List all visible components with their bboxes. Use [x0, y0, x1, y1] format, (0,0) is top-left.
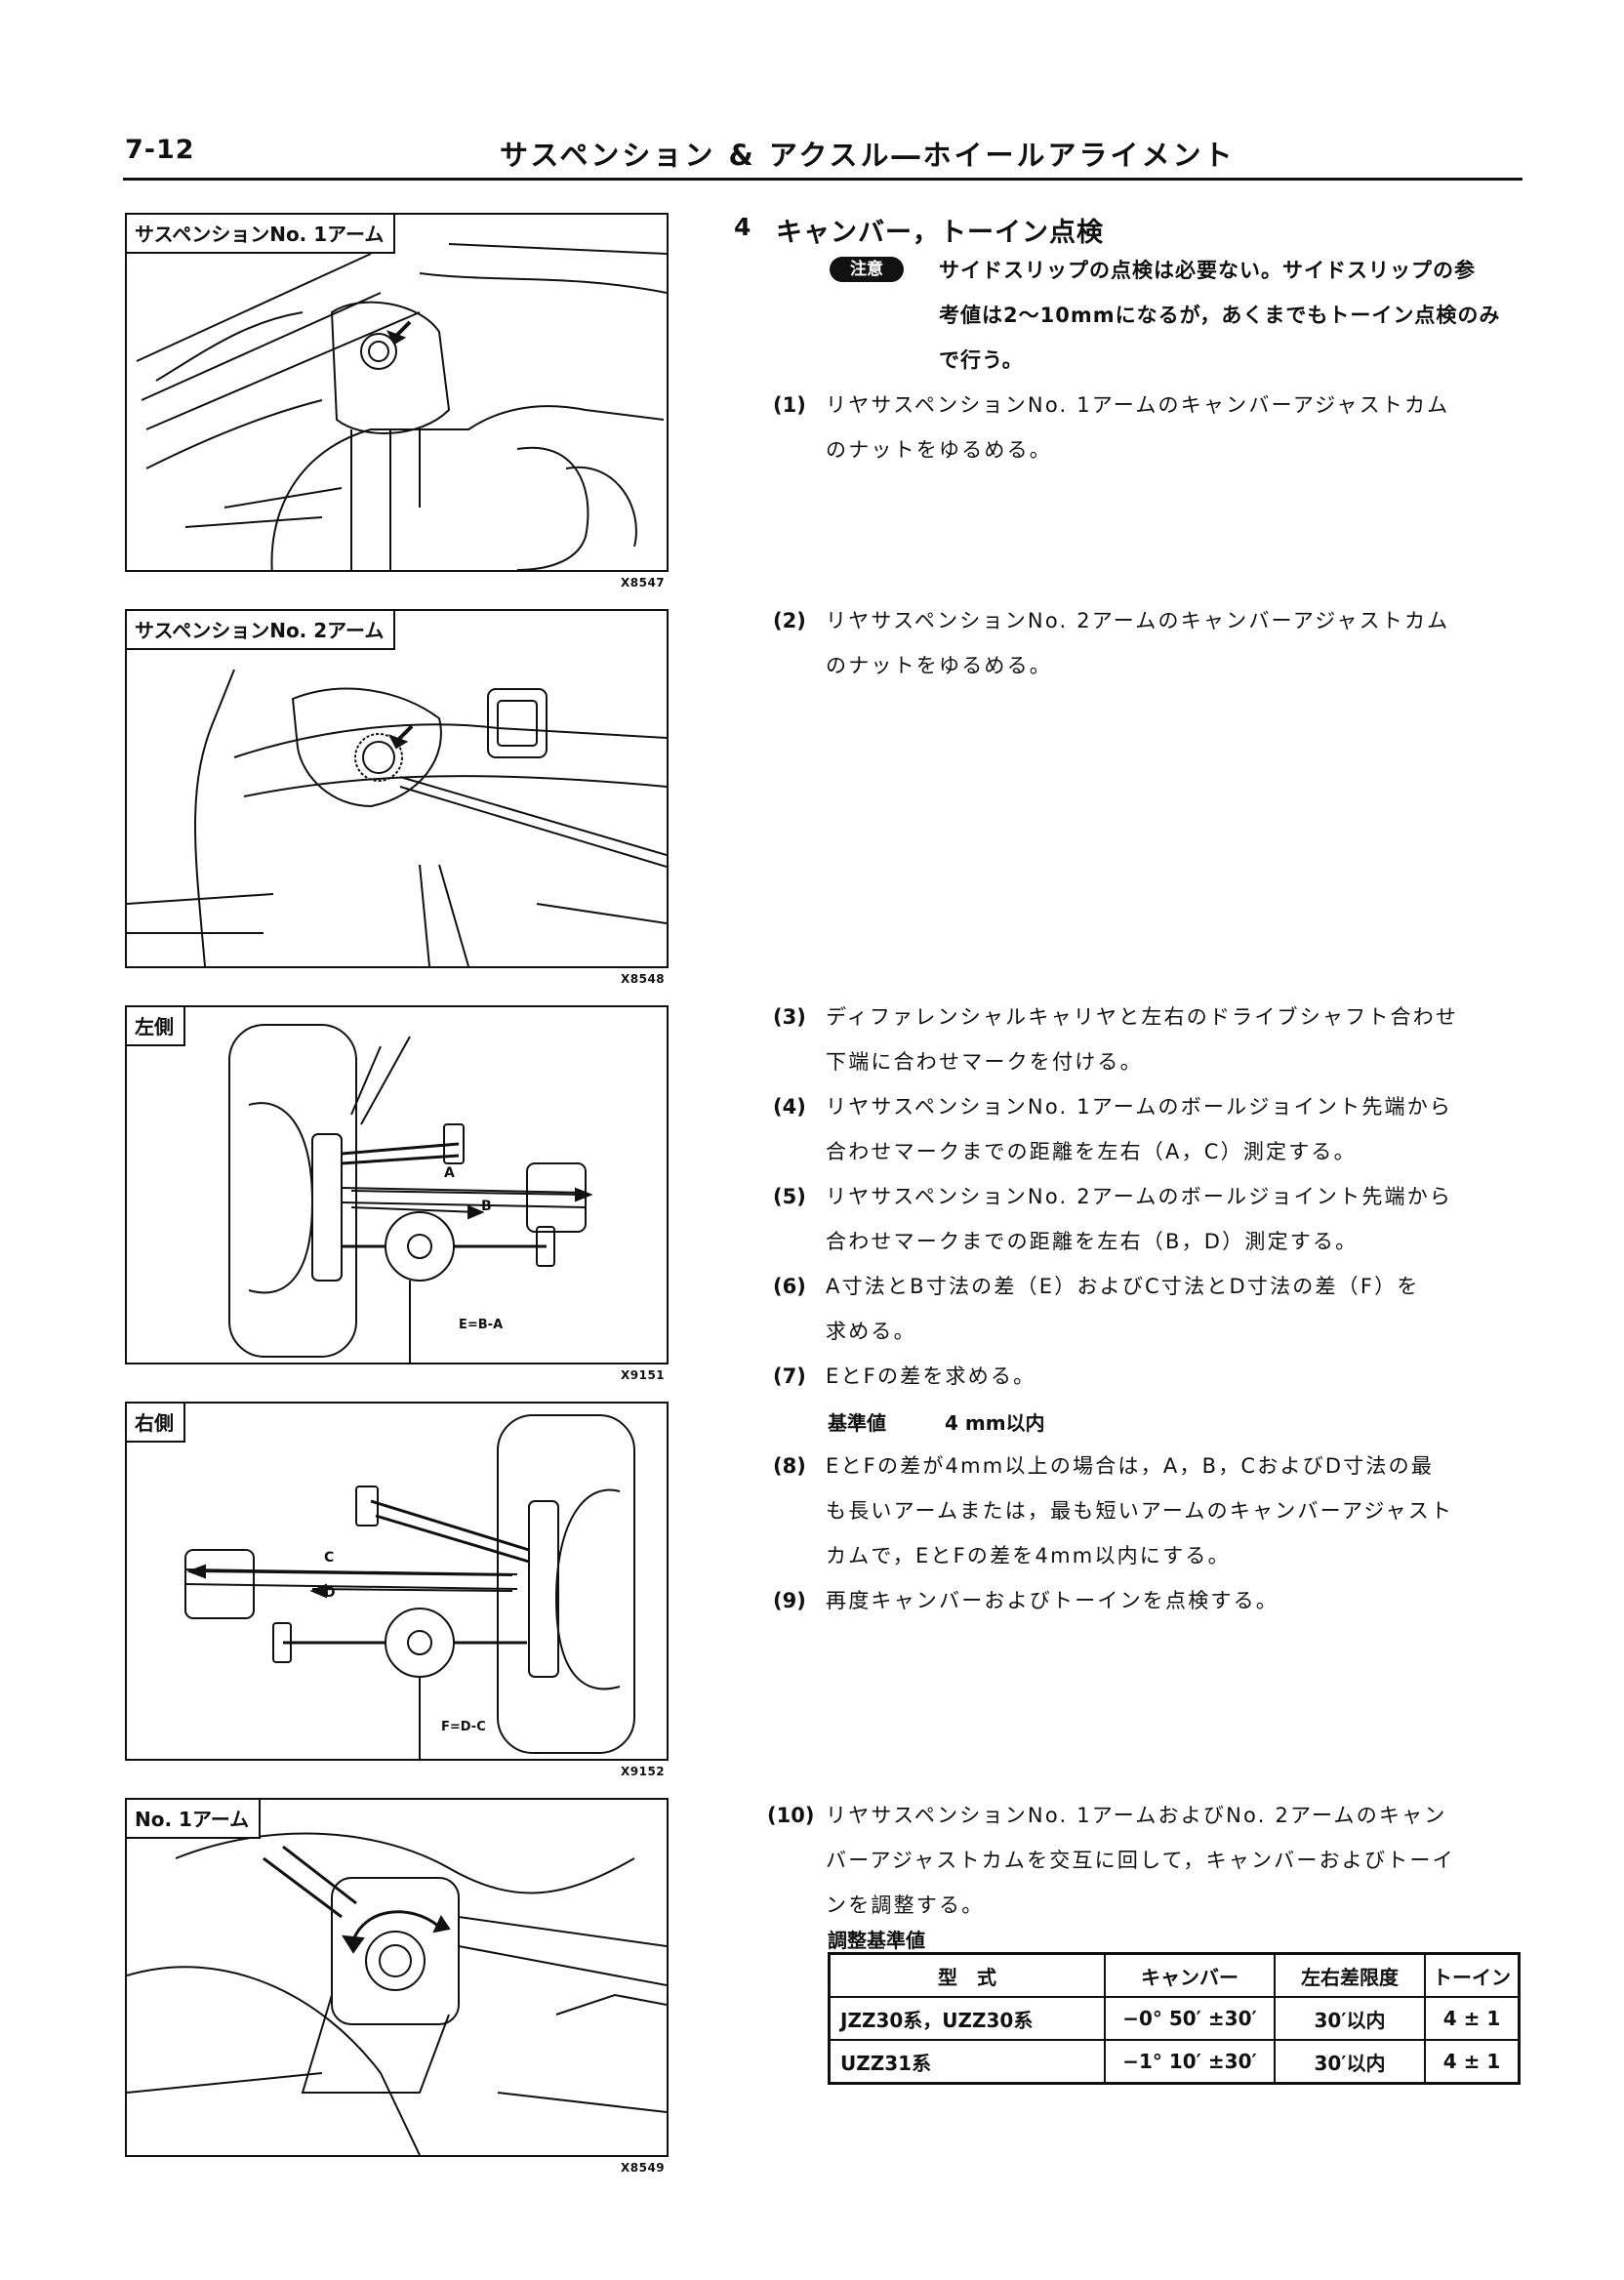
figure-label: 左側: [127, 1007, 185, 1046]
column-header: 型 式: [828, 1952, 1106, 1998]
figure-drawing: [127, 1832, 667, 2155]
step-text: EとFの差を求める。: [826, 1364, 1036, 1388]
formula-e: E=B-A: [459, 1318, 504, 1332]
step-number: (10): [767, 1804, 815, 1827]
table-cell: −1° 10′ ±30′: [1104, 2039, 1276, 2085]
table-row: JZZ30系，UZZ30系 −0° 50′ ±30′ 30′以内 4 ± 1: [828, 1996, 1521, 2041]
step-text: EとFの差が4mm以上の場合は，A，B，CおよびD寸法の最: [826, 1454, 1435, 1478]
figure-code: X8548: [621, 972, 666, 986]
callout-b: B: [481, 1199, 492, 1214]
column-header: トーイン: [1424, 1952, 1521, 1998]
table-cell: 4 ± 1: [1424, 1996, 1521, 2041]
standard-value: 4 mm以内: [945, 1411, 1045, 1435]
step-text: 合わせマークまでの距離を左右（A，C）測定する。: [826, 1140, 1357, 1163]
step-number: (9): [773, 1589, 806, 1612]
step-number: (1): [773, 393, 806, 417]
step-text: リヤサスペンションNo. 1アームおよびNo. 2アームのキャン: [826, 1804, 1447, 1827]
step-number: (4): [773, 1095, 806, 1119]
callout-c: C: [324, 1550, 335, 1566]
table-header-row: 型 式 キャンバー 左右差限度 トーイン: [828, 1952, 1521, 1998]
table-cell: 30′以内: [1274, 2039, 1426, 2085]
table-row: UZZ31系 −1° 10′ ±30′ 30′以内 4 ± 1: [828, 2039, 1521, 2085]
section-number: 4: [734, 213, 751, 241]
column-header: キャンバー: [1104, 1952, 1276, 1998]
step-number: (7): [773, 1364, 806, 1388]
column-header: 左右差限度: [1274, 1952, 1426, 1998]
step-text: 合わせマークまでの距離を左右（B，D）測定する。: [826, 1230, 1359, 1253]
figure-no1-arm: サスペンションNo. 1アーム: [125, 213, 669, 572]
figure-right-side: 右側 C D F=D-C: [125, 1402, 669, 1761]
step-text: バーアジャストカムを交互に回して，キャンバーおよびトーイ: [826, 1849, 1455, 1872]
standard-label: 基準値: [828, 1411, 886, 1435]
table-cell: 30′以内: [1274, 1996, 1426, 2041]
step-number: (8): [773, 1454, 806, 1478]
figure-label: サスペンションNo. 2アーム: [127, 611, 396, 650]
step-text: ディファレンシャルキャリヤと左右のドライブシャフト合わせ: [826, 1005, 1459, 1029]
step-text: リヤサスペンションNo. 2アームのキャンバーアジャストカム: [826, 609, 1450, 632]
figure-code: X9151: [621, 1368, 666, 1382]
step-text: 求める。: [826, 1320, 916, 1343]
table-cell: JZZ30系，UZZ30系: [828, 1996, 1106, 2041]
caution-line: 考値は2～10mmになるが，あくまでもトーイン点検のみ: [939, 304, 1501, 327]
figure-label: サスペンションNo. 1アーム: [127, 215, 396, 254]
step-text: 再度キャンバーおよびトーインを点検する。: [826, 1589, 1279, 1612]
figure-drawing: [228, 1024, 593, 1363]
step-number: (6): [773, 1275, 806, 1298]
adjustment-table: 型 式 キャンバー 左右差限度 トーイン JZZ30系，UZZ30系 −0° 5…: [828, 1952, 1521, 2085]
table-cell: UZZ31系: [828, 2039, 1106, 2085]
figure-drawing: [127, 669, 667, 966]
figure-drawing: [136, 243, 667, 570]
step-text: リヤサスペンションNo. 1アームのボールジョイント先端から: [826, 1095, 1453, 1119]
formula-f: F=D-C: [441, 1720, 486, 1734]
caution-line: で行う。: [939, 348, 1024, 372]
page-title: サスペンション & アクスル―ホイールアライメント: [500, 139, 1236, 172]
step-number: (3): [773, 1005, 806, 1029]
table-cell: 4 ± 1: [1424, 2039, 1521, 2085]
callout-a: A: [444, 1165, 455, 1181]
section-title: キャンバー，トーイン点検: [776, 218, 1104, 248]
figure-code: X8547: [621, 576, 666, 590]
figure-label: No. 1アーム: [127, 1800, 262, 1839]
step-text: リヤサスペンションNo. 1アームのキャンバーアジャストカム: [826, 393, 1450, 417]
figure-drawing: [184, 1414, 635, 1759]
step-number: (2): [773, 609, 806, 632]
step-text: カムで，EとFの差を4mm以内にする。: [826, 1544, 1231, 1568]
figure-code: X9152: [621, 1765, 666, 1778]
step-text: 下端に合わせマークを付ける。: [826, 1050, 1143, 1074]
table-cell: −0° 50′ ±30′: [1104, 1996, 1276, 2041]
figure-label: 右側: [127, 1404, 185, 1443]
step-number: (5): [773, 1185, 806, 1208]
figure-no1-arm-adjust: No. 1アーム: [125, 1798, 669, 2157]
step-text: ンを調整する。: [826, 1893, 985, 1917]
step-text: も長いアームまたは，最も短いアームのキャンバーアジャスト: [826, 1499, 1454, 1523]
step-text: のナットをゆるめる。: [826, 438, 1052, 462]
caution-badge: 注意: [830, 257, 904, 282]
figure-code: X8549: [621, 2161, 666, 2175]
step-text: リヤサスペンションNo. 2アームのボールジョイント先端から: [826, 1185, 1453, 1208]
step-text: A寸法とB寸法の差（E）およびC寸法とD寸法の差（F）を: [826, 1275, 1420, 1298]
callout-d: D: [324, 1585, 336, 1601]
step-text: のナットをゆるめる。: [826, 654, 1052, 677]
caution-line: サイドスリップの点検は必要ない。サイドスリップの参: [939, 259, 1476, 282]
figure-left-side: 左側 A B E=B-A: [125, 1005, 669, 1364]
adjustment-title: 調整基準値: [828, 1929, 925, 1952]
page-number: 7-12: [125, 135, 195, 165]
header-rule: [123, 178, 1522, 181]
figure-no2-arm: サスペンションNo. 2アーム: [125, 609, 669, 968]
